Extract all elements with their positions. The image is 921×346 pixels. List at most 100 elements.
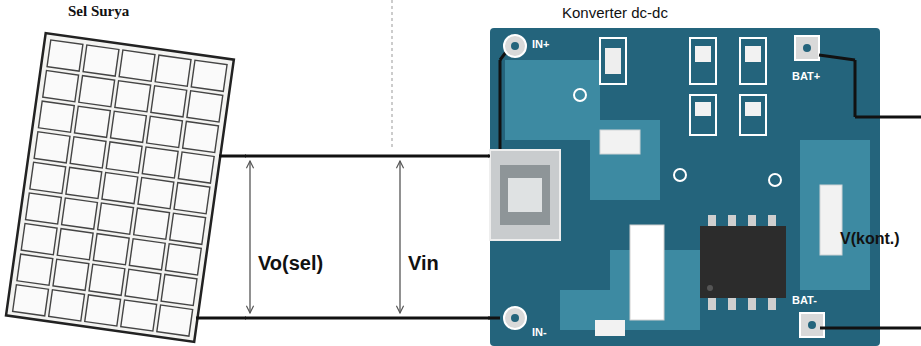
voltage-arrow	[399, 161, 400, 313]
ic-chip	[768, 296, 776, 310]
board-pcb	[490, 28, 880, 346]
resistor	[695, 102, 711, 116]
panel-cell	[191, 60, 227, 91]
panel-cell	[161, 274, 197, 305]
panel-cell	[183, 121, 219, 152]
via	[674, 169, 686, 181]
copper-area	[800, 140, 870, 290]
panel-cell	[157, 305, 193, 336]
ic-chip	[707, 285, 713, 291]
resistor	[820, 185, 842, 255]
panel-cell	[13, 40, 227, 336]
panel-cell	[49, 290, 85, 321]
wire	[245, 317, 490, 320]
wire	[820, 327, 921, 330]
panel-cell	[134, 208, 170, 239]
panel-cell	[142, 147, 178, 178]
panel-cell	[115, 81, 151, 112]
panel-cell	[151, 86, 187, 117]
wire	[245, 155, 490, 158]
ic-chip	[708, 296, 716, 310]
component-outline	[690, 38, 716, 84]
solar-panel	[6, 33, 234, 342]
pin-name: BAT+	[792, 70, 820, 82]
panel-cell	[38, 101, 74, 132]
ic-chip	[748, 296, 756, 310]
panel-cell	[47, 40, 83, 71]
component-outline	[600, 38, 626, 84]
voltage-label: V(kont.)	[840, 230, 900, 248]
panel-cell	[43, 71, 79, 102]
wire	[499, 60, 502, 156]
converter-node: Konverter dc-dc	[490, 0, 880, 346]
solder-pad	[511, 314, 519, 322]
node-title: Sel Surya	[68, 3, 129, 20]
panel-cell	[26, 193, 62, 224]
voltage-label: Vin	[408, 252, 439, 275]
solder-pad	[504, 307, 526, 329]
wire	[854, 60, 857, 117]
resistor	[745, 102, 761, 116]
panel-cell	[98, 203, 134, 234]
panel-cell	[21, 224, 57, 255]
capacitor	[600, 130, 640, 154]
guide-line	[392, 0, 393, 150]
resistor	[605, 48, 621, 74]
panel-cell	[66, 167, 102, 198]
ic-chip	[728, 296, 736, 310]
solder-pad	[511, 42, 519, 50]
panel-cell	[170, 213, 206, 244]
panel-cell	[57, 229, 93, 260]
voltage-arrow	[249, 161, 250, 313]
panel-cell	[155, 55, 191, 86]
panel-cell	[74, 106, 110, 137]
wire	[219, 155, 246, 158]
panel-cell	[165, 244, 201, 275]
solder-pad	[504, 35, 526, 57]
usb-connector	[490, 150, 560, 240]
voltage-label: Vo(sel)	[258, 252, 323, 275]
wire	[500, 52, 506, 60]
panel-cell	[187, 91, 223, 122]
node-title: Konverter dc-dc	[562, 4, 668, 21]
panel-cell	[34, 132, 70, 163]
panel-cell	[89, 264, 125, 295]
usb-connector	[500, 165, 550, 225]
resistor	[745, 46, 761, 62]
panel-cell	[174, 183, 210, 214]
panel-cell	[30, 162, 66, 193]
panel-cell	[13, 285, 49, 316]
panel-cell	[178, 152, 214, 183]
panel-cell	[125, 269, 161, 300]
panel-cell	[93, 234, 129, 265]
panel-cell	[85, 295, 121, 326]
panel-cell	[106, 142, 142, 173]
resistor	[595, 320, 625, 336]
panel-cell	[70, 137, 106, 168]
pin-name: IN+	[532, 38, 549, 50]
panel-cell	[102, 172, 138, 203]
ic-chip	[700, 226, 786, 298]
resistor	[695, 46, 711, 62]
panel-cell	[138, 178, 174, 209]
converter-board	[488, 28, 880, 346]
panel-cell	[62, 198, 98, 229]
component-outline	[740, 95, 766, 135]
panel-cell	[17, 254, 53, 285]
capacitor	[630, 225, 664, 320]
panel-cell	[121, 300, 157, 331]
panel-cell	[129, 239, 165, 270]
wire	[196, 317, 246, 320]
panel-frame	[6, 33, 234, 342]
component-outline	[740, 38, 766, 84]
wire	[855, 116, 921, 119]
solder-pad	[803, 44, 811, 52]
wire	[819, 55, 855, 60]
panel-cell	[83, 45, 119, 76]
panel-cell	[147, 116, 183, 147]
ic-chip	[700, 215, 786, 310]
panel-cell	[79, 76, 115, 107]
